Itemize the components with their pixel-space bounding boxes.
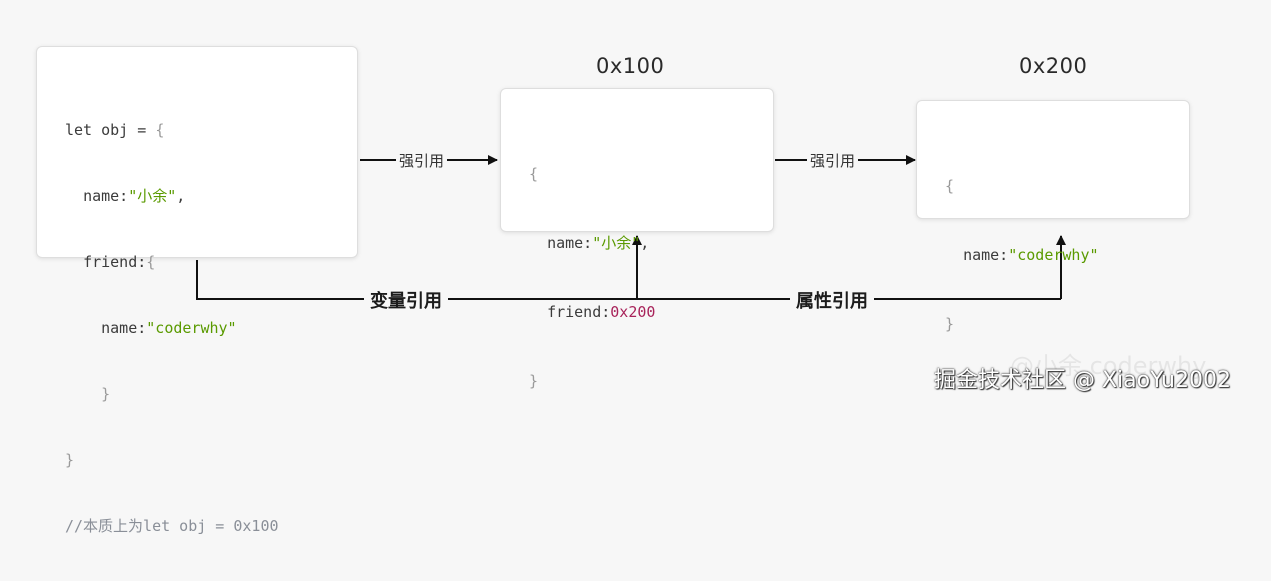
- code-comment: //本质上为let obj = 0x100: [65, 517, 279, 535]
- code-line-1: let obj = {: [65, 121, 165, 139]
- strong-ref-label-1: 强引用: [396, 150, 448, 171]
- address-0x100: 0x100: [596, 54, 665, 78]
- obj-code: let obj = { name:"小余", friend:{ name:"co…: [65, 75, 279, 581]
- variable-ref-label: 变量引用: [364, 287, 448, 313]
- code-line-5: }: [101, 385, 111, 403]
- object-0x100-name: name:"小余",: [547, 234, 650, 252]
- object-0x100-friend: friend:0x200: [547, 303, 656, 321]
- code-line-4: name:"coderwhy": [101, 319, 237, 337]
- strong-ref-label-2: 强引用: [807, 150, 859, 171]
- heap-object-0x100: { name:"小余", friend:0x200 }: [500, 88, 774, 390]
- variable-ref-path: [196, 260, 637, 300]
- object-0x200-name: name:"coderwhy": [963, 246, 1099, 264]
- object-0x100-close: }: [529, 372, 539, 390]
- watermark-ghost: @小余 coderwhy: [1010, 352, 1207, 380]
- object-0x100-code: { name:"小余", friend:0x200 }: [529, 117, 655, 439]
- code-line-2: name:"小余",: [83, 187, 186, 205]
- object-0x200-open: {: [945, 177, 955, 195]
- object-0x200-code: { name:"coderwhy" }: [945, 129, 1099, 382]
- code-line-3: friend:{: [83, 253, 156, 271]
- watermark: 掘金技术社区 @ XiaoYu2002: [934, 368, 1231, 393]
- obj-code-box: let obj = { name:"小余", friend:{ name:"co…: [36, 46, 358, 535]
- property-ref-label: 属性引用: [790, 287, 874, 313]
- code-line-6: }: [65, 451, 75, 469]
- heap-object-0x200: { name:"coderwhy" }: [916, 100, 1190, 333]
- object-0x200-close: }: [945, 315, 955, 333]
- object-0x100-open: {: [529, 165, 539, 183]
- address-0x200: 0x200: [1019, 54, 1088, 78]
